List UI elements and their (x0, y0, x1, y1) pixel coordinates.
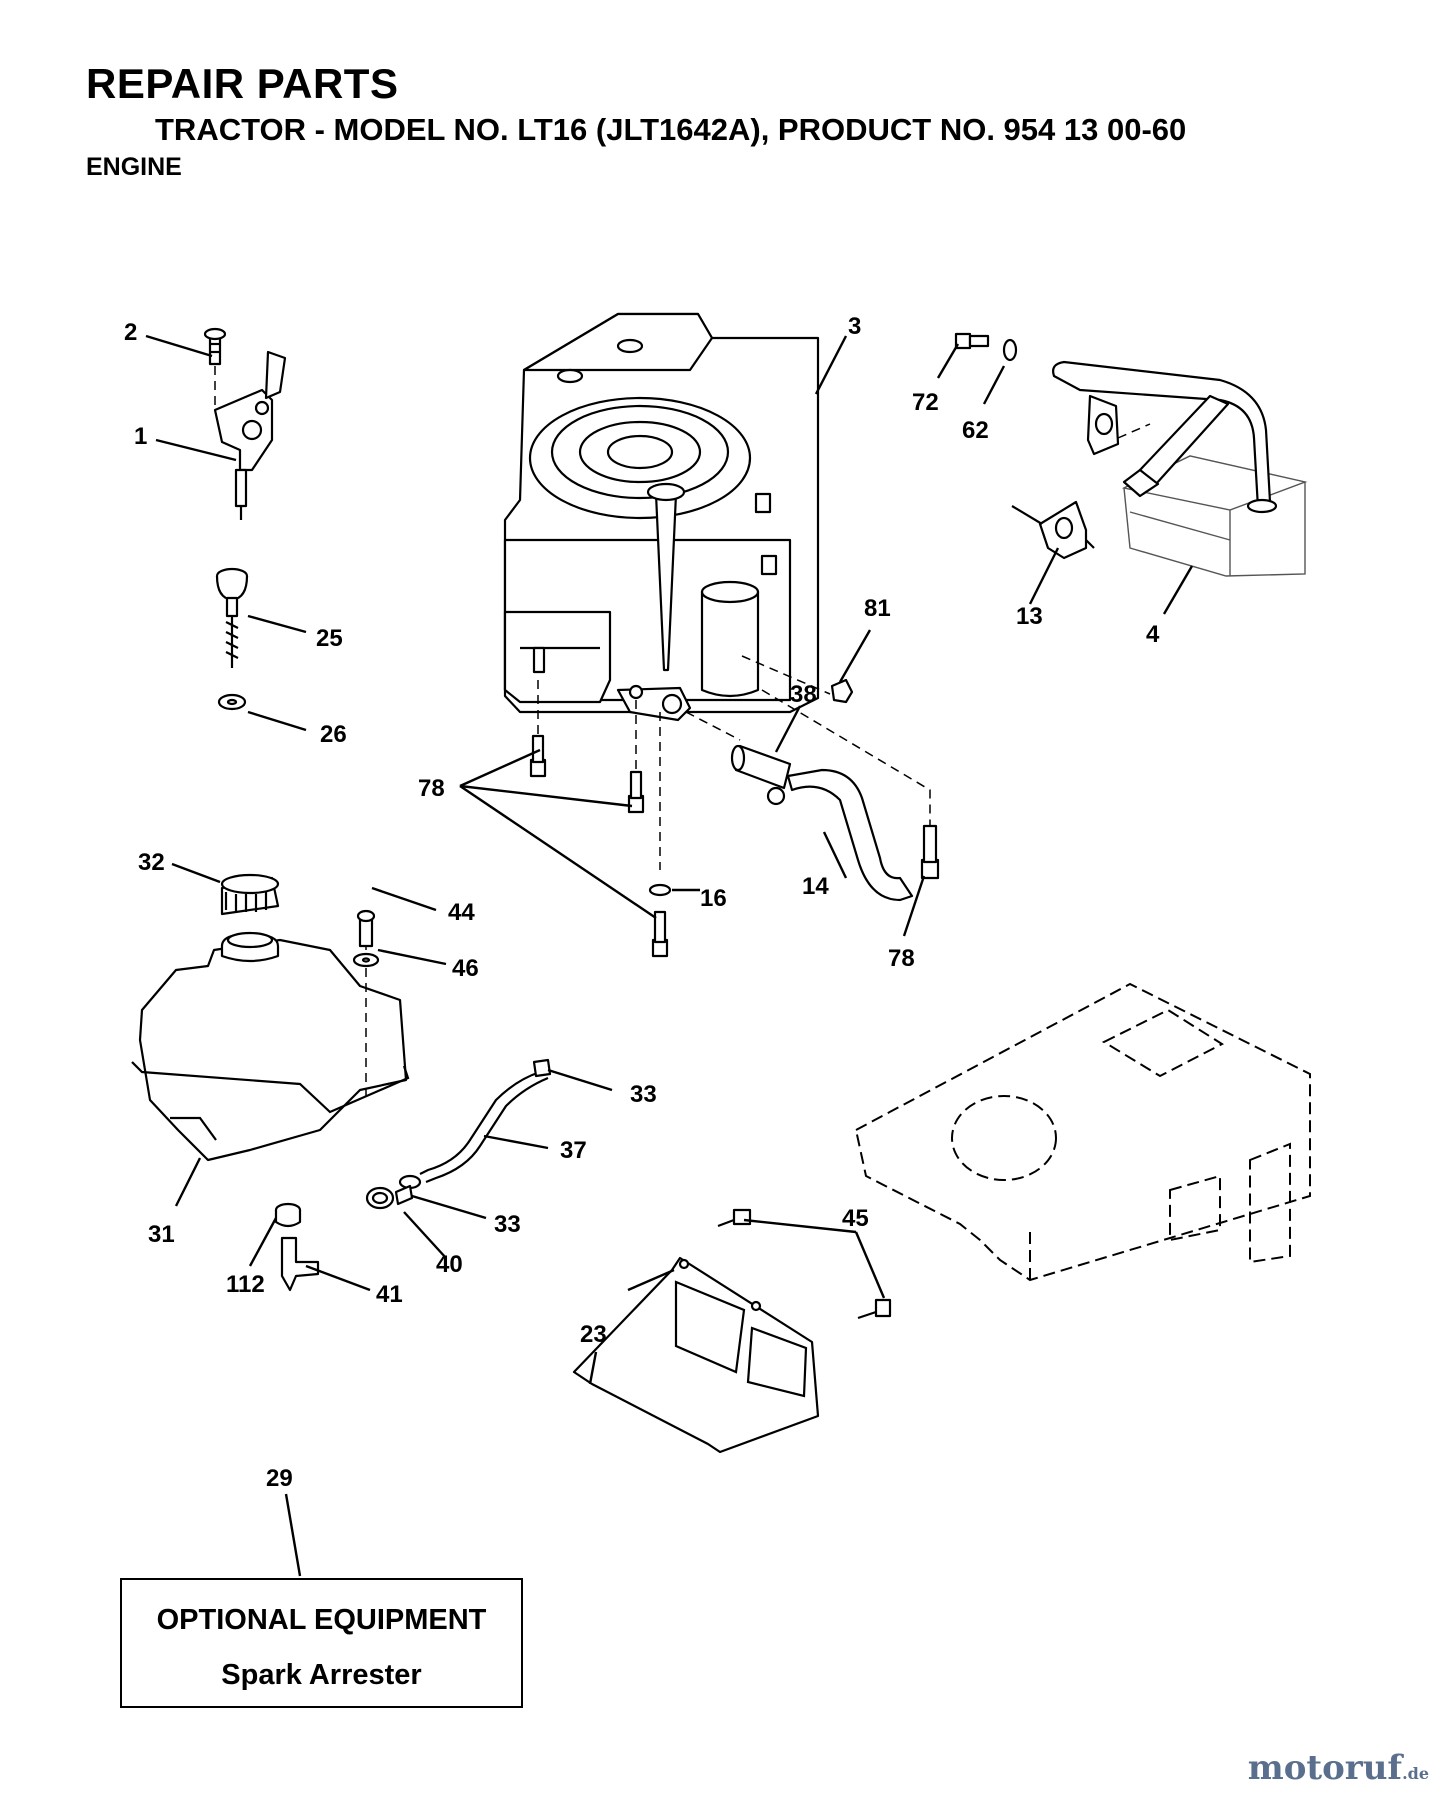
callouts: 2 1 25 26 3 72 62 13 4 81 38 78 78 14 16… (124, 313, 1160, 1492)
callout-13: 13 (1016, 603, 1043, 630)
callout-33b: 33 (630, 1081, 657, 1108)
muffler-assembly (954, 332, 1308, 577)
callout-31: 31 (148, 1221, 175, 1248)
heat-shield (572, 1208, 892, 1454)
callout-78: 78 (418, 775, 445, 802)
section-label: ENGINE (86, 153, 182, 181)
callout-4: 4 (1146, 621, 1160, 648)
callout-2: 2 (124, 319, 137, 346)
callout-23: 23 (580, 1321, 607, 1348)
throttle-control (203, 327, 287, 520)
model-subtitle: TRACTOR - MODEL NO. LT16 (JLT1642A), PRO… (155, 112, 1187, 147)
fuel-line (365, 1058, 552, 1210)
dipstick-line (761, 689, 931, 826)
callout-46: 46 (452, 955, 479, 982)
page-title: REPAIR PARTS (86, 60, 399, 107)
nut-81 (830, 678, 854, 704)
engine (503, 312, 820, 722)
watermark-logo: motoruf.de (1248, 1748, 1429, 1788)
watermark-name: motoruf (1247, 1748, 1403, 1788)
optional-equipment-title: OPTIONAL EQUIPMENT (156, 1604, 487, 1636)
callout-38: 38 (790, 681, 817, 708)
callout-3: 3 (848, 313, 861, 340)
leader-lines (145, 334, 1194, 1577)
choke-knob (215, 567, 249, 711)
callout-72: 72 (912, 389, 939, 416)
callout-29: 29 (266, 1465, 293, 1492)
callout-78b: 78 (888, 945, 915, 972)
callout-16: 16 (700, 885, 727, 912)
callout-25: 25 (316, 625, 343, 652)
callout-32: 32 (138, 849, 165, 876)
oil-drain-valve (730, 744, 914, 902)
callout-40: 40 (436, 1251, 463, 1278)
callout-33: 33 (494, 1211, 521, 1238)
fuel-shutoff-valve (274, 1202, 320, 1292)
optional-equipment-box: OPTIONAL EQUIPMENT Spark Arrester (120, 1578, 523, 1708)
callout-81: 81 (864, 595, 891, 622)
callout-26: 26 (320, 721, 347, 748)
callout-1: 1 (134, 423, 147, 450)
callout-45: 45 (842, 1205, 869, 1232)
optional-equipment-item: Spark Arrester (221, 1659, 422, 1691)
callout-41: 41 (376, 1281, 403, 1308)
fuel-tank (131, 873, 410, 1162)
chassis-frame (854, 982, 1311, 1282)
callout-62: 62 (962, 417, 989, 444)
nut-line (741, 655, 831, 695)
callout-112: 112 (226, 1271, 265, 1298)
watermark-suffix: .de (1402, 1764, 1429, 1783)
oil-drain-line (685, 711, 741, 741)
engine-bolts (529, 734, 940, 958)
callout-14: 14 (802, 873, 829, 900)
callout-44: 44 (448, 899, 475, 926)
callout-37: 37 (560, 1137, 587, 1164)
